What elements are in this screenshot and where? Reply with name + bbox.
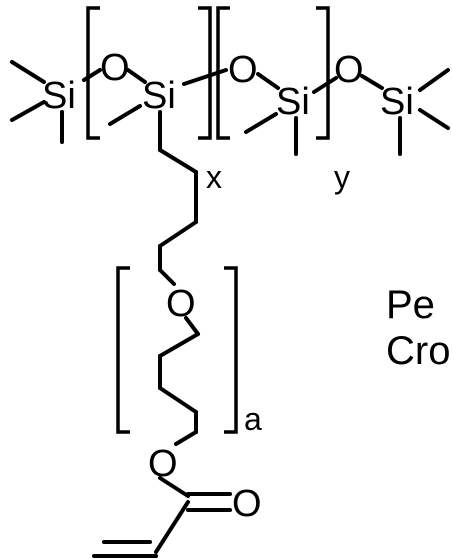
- atom-si-4: Si: [380, 81, 414, 123]
- side-text-line-1: Pe: [386, 283, 435, 327]
- subscript-y: y: [334, 159, 350, 195]
- atom-labels: Si O Si O Si O Si O O O: [42, 47, 414, 525]
- bond-si2-methyl: [108, 104, 142, 126]
- side-text: Pe Cro: [386, 283, 450, 373]
- bond-c-o4: [158, 268, 176, 286]
- subscripts: x y a: [206, 159, 350, 437]
- bonds-repeat-unit-y: [244, 68, 450, 156]
- atom-o-4: O: [166, 283, 196, 325]
- bond-eo-3: [158, 386, 198, 414]
- bonds-side-chain: [158, 148, 200, 446]
- bond-eo-1: [158, 332, 200, 358]
- atom-o-3: O: [334, 49, 364, 91]
- atom-si-3: Si: [276, 81, 310, 123]
- bond-si3-methyl-left: [244, 112, 278, 134]
- atom-o-1: O: [100, 47, 130, 89]
- bond-c-o5: [174, 430, 198, 446]
- atom-o-2: O: [228, 49, 258, 91]
- bond-o1-si2: [126, 68, 147, 84]
- bracket-x-left: [86, 6, 100, 140]
- bond-propyl-1: [158, 148, 198, 174]
- bond-si4-methyl-lower-right: [418, 108, 450, 130]
- side-text-line-2: Cro: [386, 329, 450, 373]
- bond-si4-methyl-upper-right: [418, 68, 450, 92]
- bracket-y-right: [316, 6, 330, 140]
- atom-si-1: Si: [42, 75, 76, 117]
- brackets: [86, 6, 330, 434]
- bond-methyl-lower-left: [10, 100, 46, 122]
- bond-carbonyl-c-vinyl: [154, 500, 190, 554]
- bonds-acrylate: [92, 476, 232, 558]
- bracket-y-left: [216, 6, 230, 140]
- bond-o3-si4: [360, 74, 384, 90]
- bracket-a-left: [116, 266, 130, 434]
- atom-o-carbonyl: O: [232, 483, 262, 525]
- atom-si-2: Si: [142, 75, 176, 117]
- bond-o5-carbonyl-c: [158, 476, 190, 498]
- subscript-x: x: [206, 159, 222, 195]
- bond-o2-si3: [256, 72, 280, 90]
- subscript-a: a: [244, 401, 262, 437]
- bond-si3-o3: [312, 76, 338, 94]
- atom-o-5: O: [148, 443, 178, 485]
- bond-o4-c: [184, 316, 200, 336]
- bracket-x-right: [198, 6, 212, 140]
- bond-methyl-upper-left: [10, 60, 46, 84]
- bond-propyl-3: [158, 220, 198, 248]
- bracket-a-right: [224, 266, 238, 434]
